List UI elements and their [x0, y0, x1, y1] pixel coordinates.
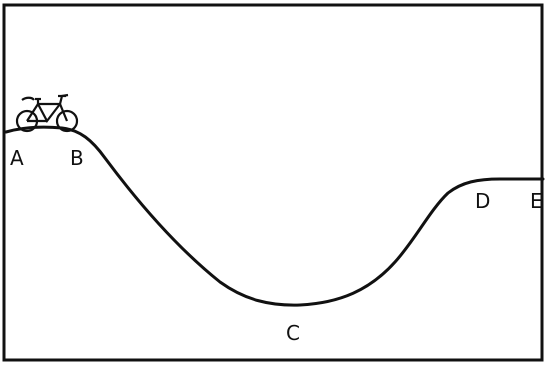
- point-label-d: D: [475, 189, 490, 213]
- bicycle-icon: [17, 95, 77, 131]
- point-label-a: A: [10, 146, 24, 170]
- point-label-c: C: [286, 321, 300, 345]
- frame-border: [4, 5, 542, 360]
- point-label-e: E: [530, 189, 543, 213]
- track-curve: [6, 127, 543, 305]
- point-label-b: B: [70, 146, 84, 170]
